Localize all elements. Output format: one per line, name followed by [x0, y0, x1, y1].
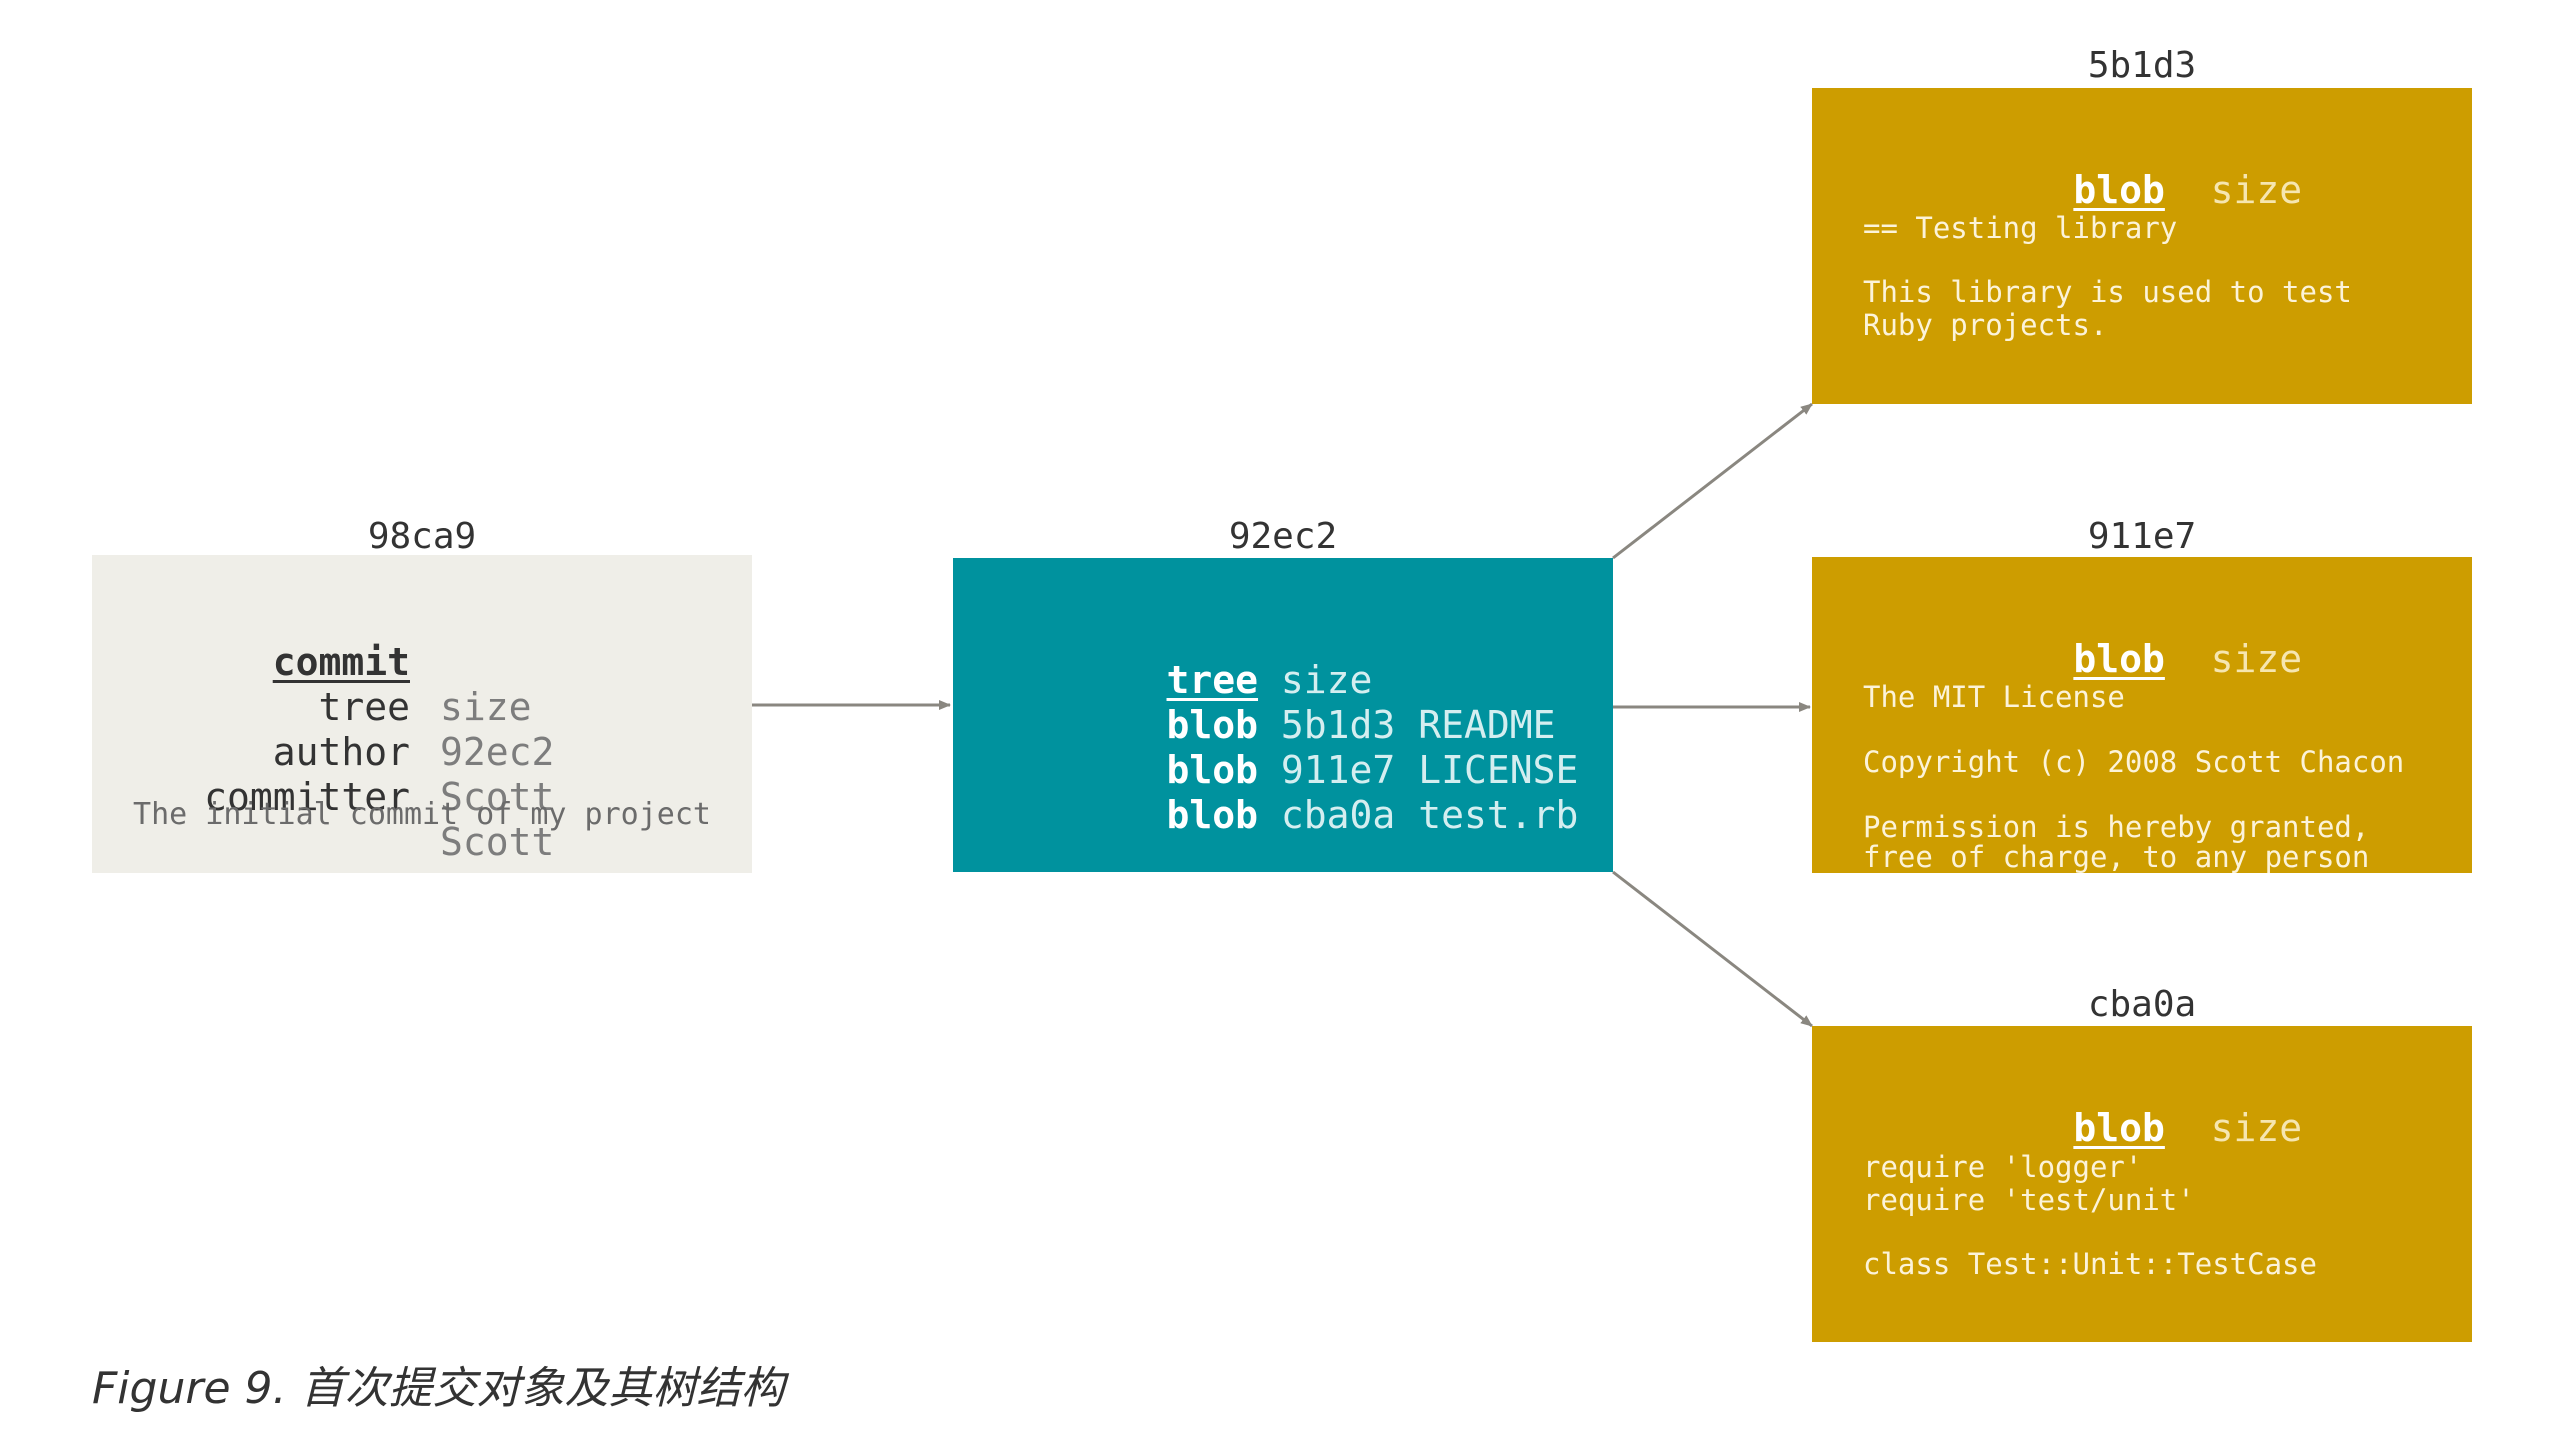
blob-content-line: Copyright (c) 2008 Scott Chacon — [1863, 745, 2405, 779]
tree-entry-value: cba0a test.rb — [1280, 793, 1579, 837]
blob-content-line: require 'logger' — [1863, 1150, 2143, 1184]
tree-object-box: tree size blob 5b1d3 README blob 911e7 L… — [953, 558, 1613, 872]
commit-committer-value: Scott — [440, 820, 555, 864]
commit-tree-value: 92ec2 — [440, 730, 555, 774]
edge-tree-to-blob-3 — [1612, 870, 1813, 1028]
blob-content-line: Ruby projects. — [1863, 308, 2108, 342]
blob-content-line: Permission is hereby granted, — [1863, 810, 2370, 844]
blob-id-label: cba0a — [2087, 984, 2197, 1025]
tree-header-row: tree size — [1075, 613, 1373, 748]
commit-message: The initial commit of my project — [133, 797, 711, 832]
commit-size-value: size — [440, 685, 532, 729]
tree-id-label: 92ec2 — [1228, 516, 1338, 557]
tree-keyword: tree — [1166, 658, 1259, 702]
blob-size-value: size — [2210, 168, 2303, 212]
blob-size-value: size — [2210, 1106, 2303, 1150]
blob-id-label: 5b1d3 — [2087, 45, 2197, 86]
commit-row: commit size — [92, 595, 752, 729]
tree-entry-row: blob 911e7 LICENSE — [1075, 703, 1579, 838]
tree-entry-value: 5b1d3 README — [1280, 703, 1556, 747]
tree-entry-row: blob 5b1d3 README — [1075, 658, 1556, 793]
commit-author-value: Scott — [440, 775, 555, 819]
blob-object-box: blob size == Testing library This librar… — [1812, 88, 2472, 404]
tree-size-value: size — [1280, 658, 1373, 702]
blob-content-line: class Test::Unit::TestCase — [1863, 1247, 2317, 1281]
edge-tree-to-blob-1 — [1612, 402, 1813, 560]
commit-row: tree 92ec2 — [92, 640, 752, 774]
tree-entry-keyword: blob — [1166, 748, 1259, 792]
blob-content-line: This library is used to test — [1863, 275, 2352, 309]
tree-entry-keyword: blob — [1166, 703, 1259, 747]
commit-committer-key: committer — [204, 775, 410, 819]
blob-content-line: require 'test/unit' — [1863, 1183, 2195, 1217]
tree-entry-row: blob cba0a test.rb — [1075, 748, 1579, 883]
figure-caption: Figure 9. 首次提交对象及其树结构 — [92, 1363, 785, 1414]
blob-header: blob size — [1812, 123, 2472, 258]
commit-tree-key: tree — [318, 685, 410, 729]
commit-id-label: 98ca9 — [367, 516, 477, 557]
tree-entry-value: 911e7 LICENSE — [1280, 748, 1579, 792]
commit-row: author Scott — [92, 685, 752, 819]
blob-content-line: free of charge, to any person — [1863, 840, 2370, 874]
commit-author-key: author — [272, 730, 410, 774]
blob-object-box: blob size require 'logger' require 'test… — [1812, 1026, 2472, 1342]
commit-row: committer Scott — [92, 730, 752, 864]
blob-keyword: blob — [2073, 1106, 2165, 1150]
commit-keyword: commit — [272, 640, 410, 684]
blob-content-line: == Testing library — [1863, 211, 2178, 245]
blob-keyword: blob — [2073, 168, 2165, 212]
blob-size-value: size — [2210, 637, 2303, 681]
tree-entry-keyword: blob — [1166, 793, 1259, 837]
blob-header: blob size — [1812, 1061, 2472, 1196]
blob-keyword: blob — [2073, 637, 2165, 681]
commit-object-box: commit size tree 92ec2 author Scott comm… — [92, 555, 752, 873]
blob-header: blob size — [1812, 592, 2472, 727]
blob-content-line: The MIT License — [1863, 680, 2125, 714]
blob-id-label: 911e7 — [2087, 516, 2197, 557]
blob-object-box: blob size The MIT License Copyright (c) … — [1812, 557, 2472, 873]
